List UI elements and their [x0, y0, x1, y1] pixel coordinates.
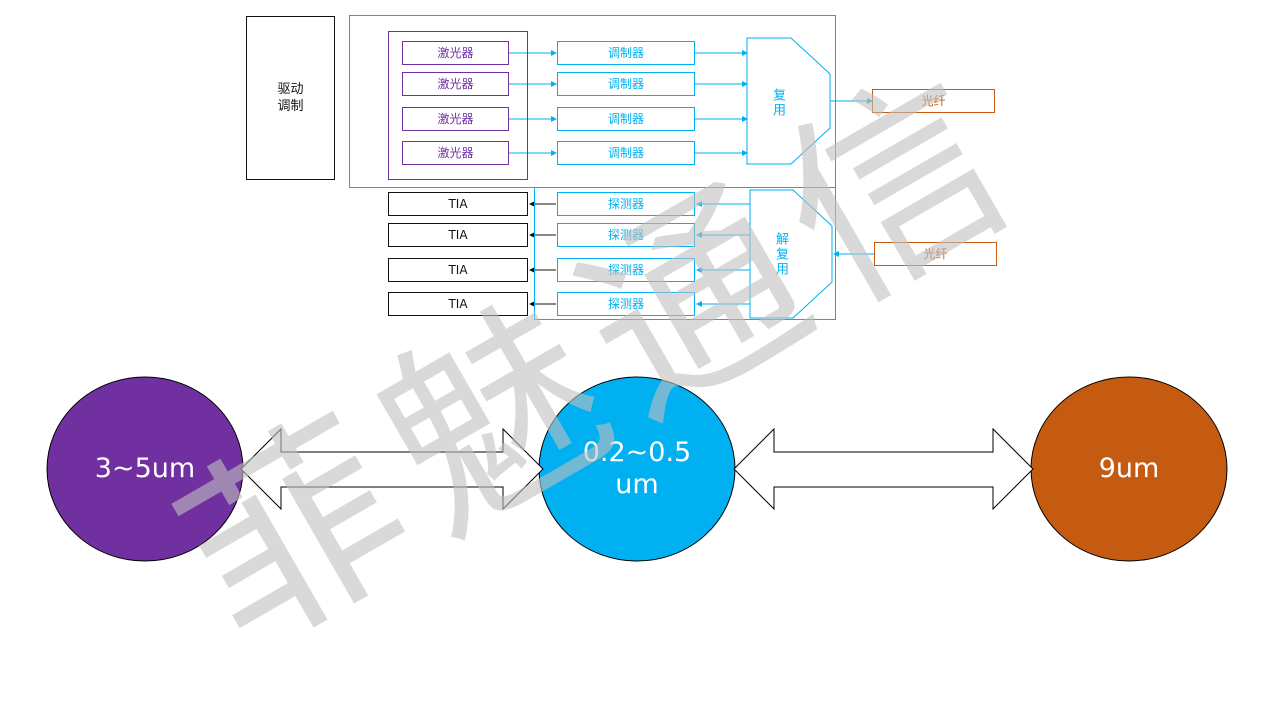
double-arrow-right	[733, 427, 1034, 511]
driver-label-line2: 调制	[277, 99, 304, 114]
demux-shape	[749, 189, 833, 319]
driver-modulation-block: 驱动 调制	[246, 16, 335, 180]
modulator-box: 调制器	[557, 141, 695, 165]
detector-box: 探测器	[557, 258, 695, 282]
laser-box: 激光器	[402, 72, 509, 96]
detector-box: 探测器	[557, 192, 695, 216]
fiber-tx-box: 光纤	[872, 89, 995, 113]
circle-purple-label: 3~5um	[94, 453, 196, 484]
laser-box: 激光器	[402, 41, 509, 65]
modulator-to-mux-arrows	[695, 50, 748, 156]
laser-box: 激光器	[402, 141, 509, 165]
detector-box: 探测器	[557, 223, 695, 247]
mux-shape	[746, 37, 831, 165]
demux-to-detector-arrows	[696, 201, 750, 307]
demux-label: 解复用	[773, 232, 788, 277]
mux-label: 复用	[770, 88, 785, 118]
laser-box: 激光器	[402, 107, 509, 131]
modulator-box: 调制器	[557, 41, 695, 65]
modulator-box: 调制器	[557, 107, 695, 131]
circle-orange-label: 9um	[1098, 453, 1160, 484]
circle-blue-label: 0.2~0.5 um	[582, 437, 692, 500]
detector-box: 探测器	[557, 292, 695, 316]
tia-box: TIA	[388, 292, 528, 316]
laser-group-frame	[388, 31, 528, 180]
receiver-frame	[534, 187, 836, 320]
laser-to-modulator-arrows	[509, 50, 557, 156]
tia-box: TIA	[388, 192, 528, 216]
fiber-rx-box: 光纤	[874, 242, 997, 266]
tia-box: TIA	[388, 223, 528, 247]
double-arrow-left	[240, 427, 544, 511]
modulator-box: 调制器	[557, 72, 695, 96]
driver-label-line1: 驱动	[277, 82, 304, 97]
tia-box: TIA	[388, 258, 528, 282]
